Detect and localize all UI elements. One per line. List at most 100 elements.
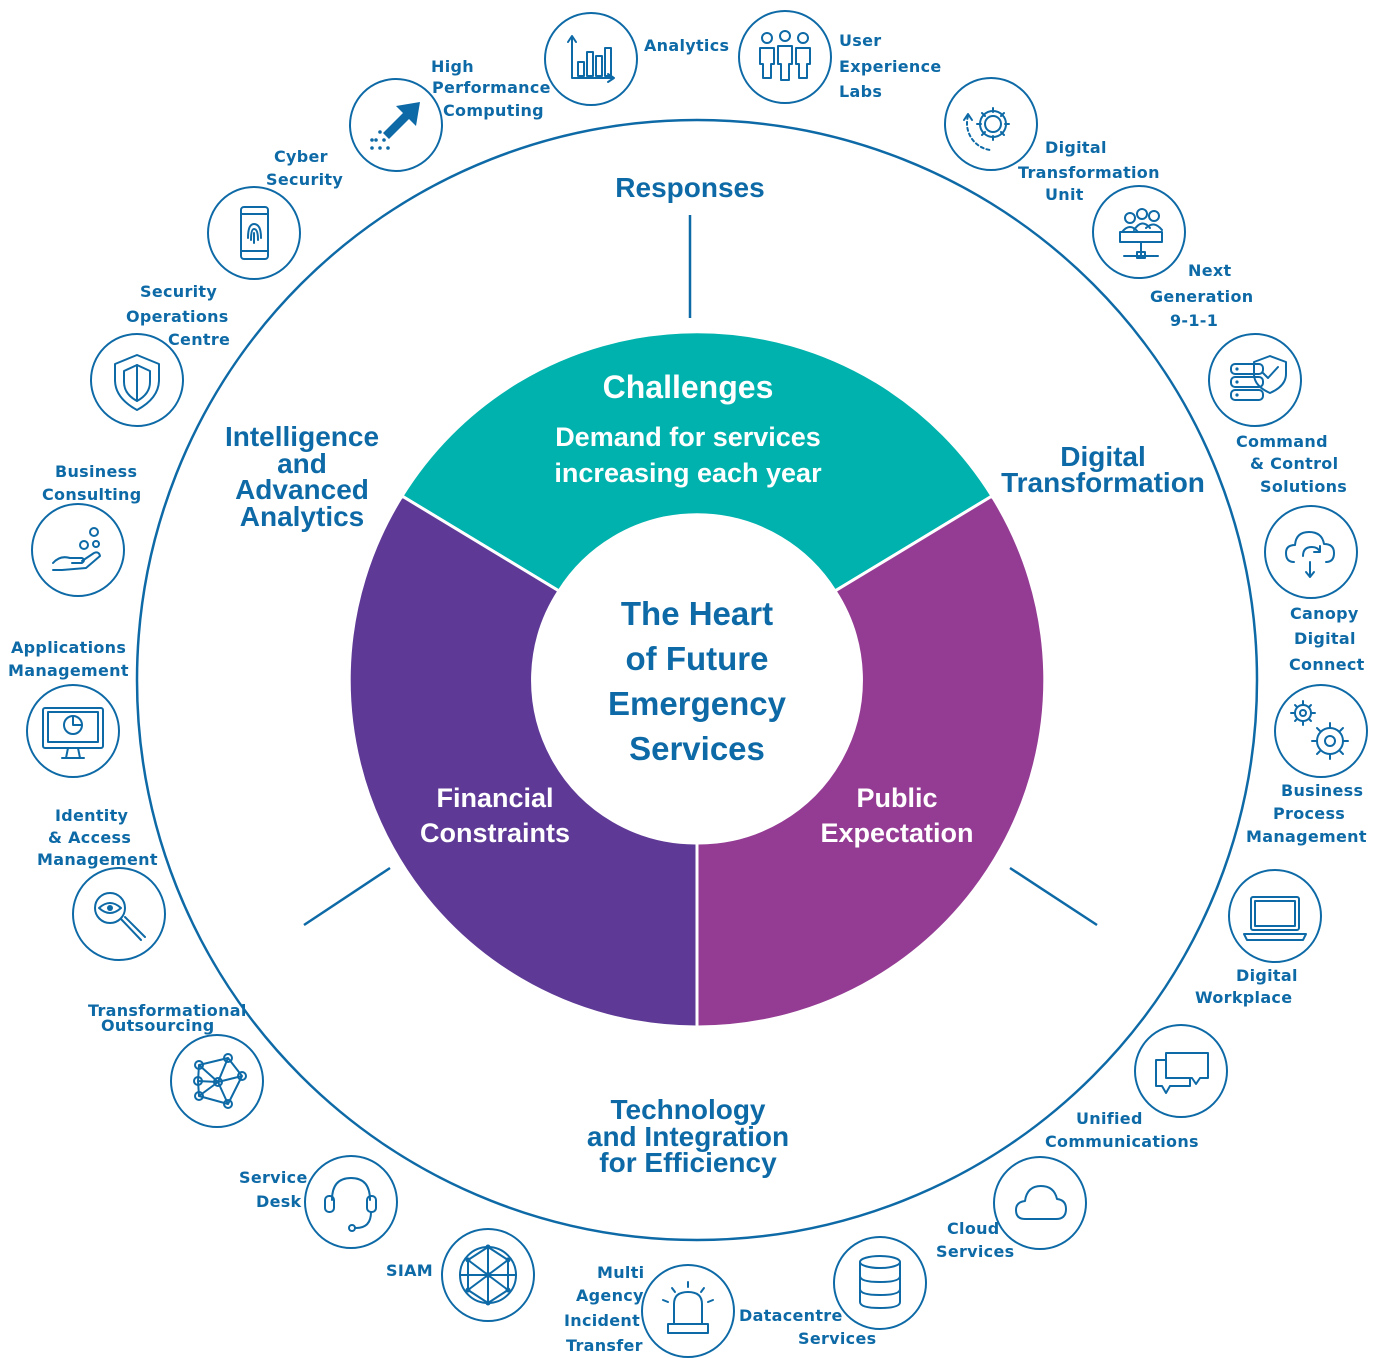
svg-text:Next: Next bbox=[1188, 261, 1231, 280]
service-canopy-digital-connect: Canopy Digital Connect bbox=[1264, 505, 1365, 674]
svg-text:Process: Process bbox=[1273, 804, 1345, 823]
arrow-up-right-icon bbox=[370, 102, 420, 150]
svg-text:Cyber: Cyber bbox=[274, 147, 328, 166]
outer-ring bbox=[135, 118, 1259, 1242]
service-cyber-security: Cyber Security bbox=[207, 147, 343, 280]
theme-intelligence: Intelligence and Advanced Analytics bbox=[225, 421, 379, 532]
svg-text:Transformation: Transformation bbox=[1001, 467, 1205, 498]
chat-bubbles-icon bbox=[1155, 1052, 1209, 1094]
service-transformational-outsourcing: Transformational Outsourcing bbox=[88, 1001, 264, 1128]
public-expectation-segment bbox=[695, 493, 1047, 1029]
svg-text:and Integration: and Integration bbox=[587, 1121, 789, 1152]
service-next-generation-911: Next Generation 9-1-1 bbox=[1092, 185, 1253, 330]
bar-chart-icon bbox=[567, 35, 615, 83]
service-business-process-management: Business Process Management bbox=[1246, 684, 1368, 846]
svg-text:Applications: Applications bbox=[11, 638, 126, 657]
cloud-icon bbox=[1015, 1185, 1067, 1220]
svg-text:Security: Security bbox=[266, 170, 343, 189]
service-service-desk: Service Desk bbox=[239, 1155, 398, 1249]
financial-line-2: Constraints bbox=[420, 818, 570, 848]
service-identity-access-management: Identity & Access Management bbox=[37, 806, 166, 961]
service-user-experience-labs: User Experience Labs bbox=[738, 10, 942, 104]
center-title-line-3: Emergency bbox=[608, 685, 787, 722]
service-unified-communications: Unified Communications bbox=[1045, 1024, 1228, 1151]
service-multi-agency-incident-transfer: Multi Agency Incident Transfer bbox=[564, 1263, 735, 1358]
svg-text:Multi: Multi bbox=[597, 1263, 644, 1282]
svg-text:User: User bbox=[839, 31, 881, 50]
svg-text:& Control: & Control bbox=[1250, 454, 1338, 473]
svg-text:SIAM: SIAM bbox=[386, 1261, 433, 1280]
svg-text:Digital: Digital bbox=[1045, 138, 1107, 157]
people-network-icon bbox=[1119, 208, 1163, 259]
people-group-icon bbox=[759, 30, 811, 81]
siren-icon bbox=[662, 1281, 714, 1334]
svg-text:Business: Business bbox=[55, 462, 137, 481]
svg-text:Transformation: Transformation bbox=[1018, 163, 1160, 182]
fingerprint-phone-icon bbox=[240, 206, 269, 260]
center-hole bbox=[534, 517, 860, 843]
center-title-line-2: of Future bbox=[626, 640, 769, 677]
svg-text:Identity: Identity bbox=[55, 806, 129, 825]
svg-text:Experience: Experience bbox=[839, 57, 942, 76]
svg-text:Unified: Unified bbox=[1076, 1109, 1143, 1128]
svg-text:Labs: Labs bbox=[839, 82, 882, 101]
svg-text:Canopy: Canopy bbox=[1290, 604, 1359, 623]
challenges-line-1: Demand for services bbox=[555, 422, 821, 452]
gears-icon bbox=[1290, 700, 1349, 760]
svg-text:Consulting: Consulting bbox=[42, 485, 142, 504]
svg-text:& Access: & Access bbox=[48, 828, 131, 847]
shield-icon bbox=[114, 354, 160, 411]
eye-magnifier-icon bbox=[94, 892, 146, 941]
challenges-line-2: increasing each year bbox=[554, 458, 822, 488]
svg-text:Centre: Centre bbox=[168, 330, 230, 349]
svg-text:Management: Management bbox=[1246, 827, 1367, 846]
svg-text:Datacentre: Datacentre bbox=[739, 1306, 843, 1325]
hand-coins-icon bbox=[52, 527, 101, 571]
service-analytics: Analytics bbox=[544, 12, 729, 106]
svg-text:for Efficiency: for Efficiency bbox=[599, 1147, 777, 1178]
svg-text:Operations: Operations bbox=[126, 307, 229, 326]
svg-text:and: and bbox=[277, 448, 327, 479]
svg-text:Connect: Connect bbox=[1289, 655, 1365, 674]
svg-text:Digital: Digital bbox=[1060, 441, 1146, 472]
svg-text:Communications: Communications bbox=[1045, 1132, 1199, 1151]
service-datacentre-services: Datacentre Services bbox=[739, 1236, 927, 1348]
service-high-performance-computing: High Performance Computing bbox=[349, 57, 551, 172]
svg-text:Analytics: Analytics bbox=[240, 501, 365, 532]
svg-text:Desk: Desk bbox=[256, 1192, 302, 1211]
svg-text:Digital: Digital bbox=[1294, 629, 1356, 648]
service-digital-workplace: Digital Workplace bbox=[1195, 869, 1322, 1007]
svg-text:Generation: Generation bbox=[1150, 287, 1253, 306]
svg-text:Transformational: Transformational bbox=[88, 1001, 247, 1020]
divider-right bbox=[1009, 866, 1098, 927]
service-cloud-services: Cloud Services bbox=[936, 1156, 1087, 1261]
public-line-2: Expectation bbox=[820, 818, 973, 848]
service-command-control-solutions: Command & Control Solutions bbox=[1208, 333, 1347, 496]
theme-digital-transformation: Digital Transformation bbox=[1001, 441, 1205, 498]
svg-text:High: High bbox=[431, 57, 474, 76]
svg-text:Analytics: Analytics bbox=[644, 36, 729, 55]
globe-network-icon bbox=[459, 1244, 517, 1306]
service-business-consulting: Business Consulting bbox=[31, 462, 142, 597]
svg-text:Services: Services bbox=[798, 1329, 876, 1348]
svg-text:Management: Management bbox=[8, 661, 129, 680]
headset-icon bbox=[324, 1177, 377, 1232]
svg-text:Command: Command bbox=[1236, 432, 1328, 451]
theme-technology: Technology and Integration for Efficienc… bbox=[587, 1094, 789, 1178]
svg-text:Workplace: Workplace bbox=[1195, 988, 1292, 1007]
svg-text:Unit: Unit bbox=[1045, 185, 1084, 204]
svg-text:Technology: Technology bbox=[610, 1094, 765, 1125]
svg-text:Solutions: Solutions bbox=[1260, 477, 1347, 496]
challenges-title: Challenges bbox=[603, 369, 774, 405]
theme-responses: Responses bbox=[615, 172, 764, 203]
svg-text:Computing: Computing bbox=[443, 101, 544, 120]
svg-text:Intelligence: Intelligence bbox=[225, 421, 379, 452]
svg-text:Management: Management bbox=[37, 850, 158, 869]
svg-text:Performance: Performance bbox=[432, 78, 551, 97]
center-title-line-1: The Heart bbox=[621, 595, 773, 632]
svg-text:Business: Business bbox=[1281, 781, 1363, 800]
database-icon bbox=[859, 1255, 901, 1309]
monitor-chart-icon bbox=[42, 707, 104, 759]
server-shield-icon bbox=[1230, 355, 1287, 401]
